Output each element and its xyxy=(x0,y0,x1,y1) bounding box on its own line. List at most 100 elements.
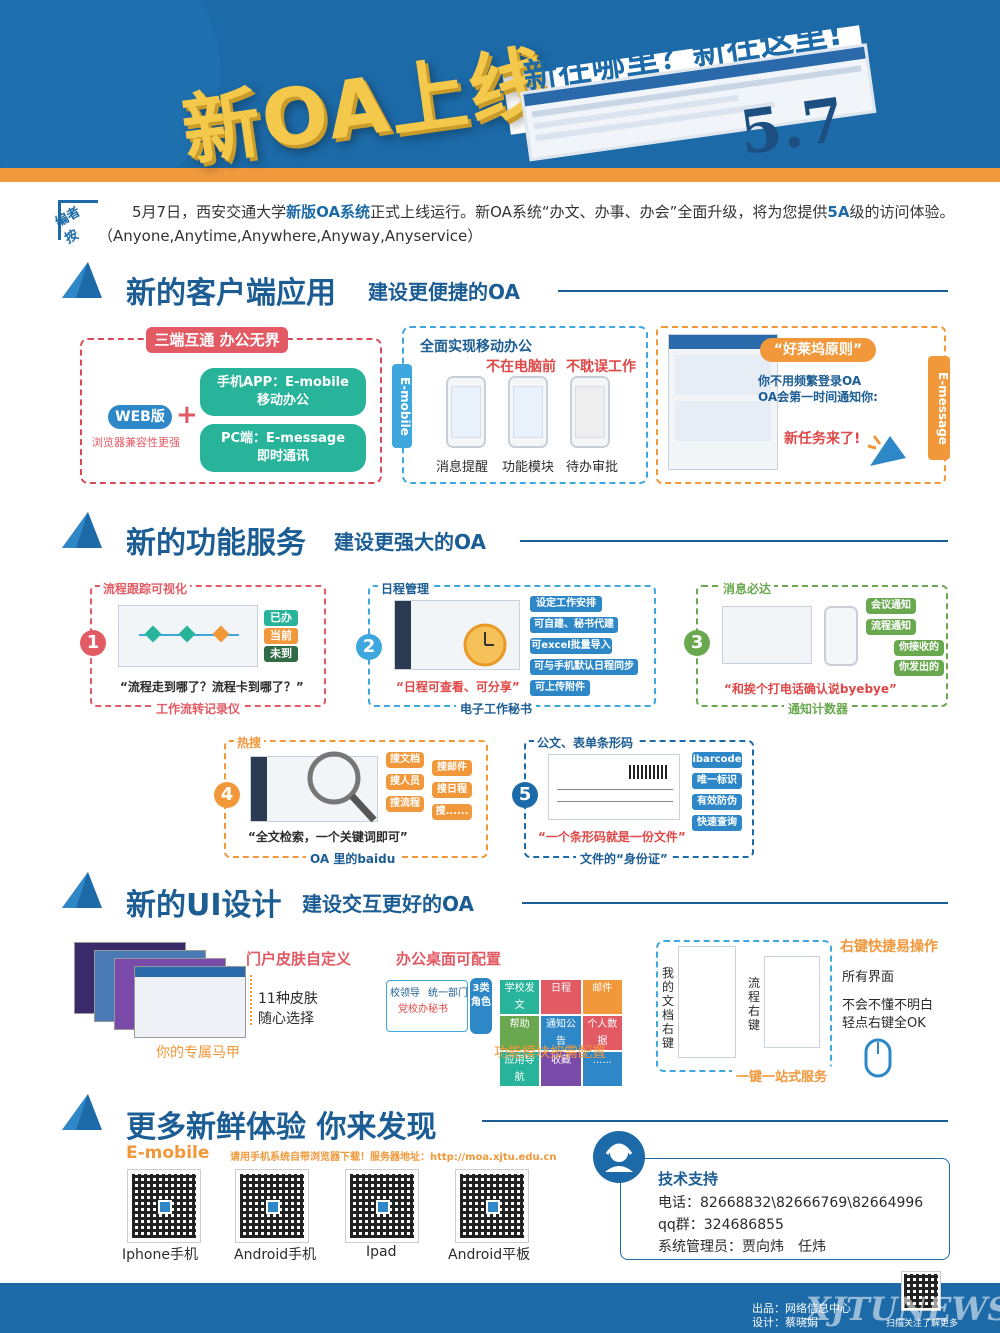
download-note: 请用手机系统自带浏览器下载！服务器地址：http://moa.xjtu.edu.… xyxy=(230,1152,557,1163)
section3-divider xyxy=(522,902,948,904)
desk-tile[interactable]: 日程 xyxy=(541,980,581,1014)
launch-date: 5.7 xyxy=(735,85,849,169)
notice-item: 你发出的 xyxy=(894,660,944,676)
headset-icon xyxy=(593,1131,645,1183)
rightclick-line1: 所有界面 xyxy=(842,970,895,985)
flow-rightclick-label: 流程右键 xyxy=(748,976,761,1032)
three-clients-tag: 三端互通 办公无界 xyxy=(146,327,288,353)
skin-line1: 11种皮肤 xyxy=(258,991,318,1007)
support-qq: qq群：324686855 xyxy=(658,1217,784,1233)
footer-credit1: 出品：网络信息中心 xyxy=(752,1302,851,1315)
schedule-item: 可excel批量导入 xyxy=(530,638,612,654)
rightclick-title: 右键快捷易操作 xyxy=(840,939,938,955)
doc-rightclick-label: 我的文档右键 xyxy=(662,966,675,1050)
footer-qrcode[interactable] xyxy=(901,1271,941,1311)
section-triangle-icon xyxy=(62,872,102,908)
emobile-title: 全面实现移动办公 xyxy=(420,339,532,355)
phone-label: 功能模块 xyxy=(502,460,555,475)
barcode-item: 快速查询 xyxy=(692,815,742,831)
barcode-item: ibarcode xyxy=(692,752,742,768)
qrcode-label: Android平板 xyxy=(448,1247,531,1263)
phone-mockup xyxy=(508,376,548,448)
emessage-line2: OA会第一时间通知你: xyxy=(758,390,878,404)
desk-title: 办公桌面可配置 xyxy=(396,950,502,968)
barcode-item: 唯一标识 xyxy=(692,773,742,789)
section-triangle-icon xyxy=(62,512,102,548)
qrcode[interactable] xyxy=(127,1169,201,1243)
role-count-tag: 3类角色 xyxy=(470,978,492,1034)
feature2-title: 日程管理 xyxy=(378,580,433,597)
desk-tile-grid: 学校发文 日程 邮件 帮助 通知公告 个人数据 应用导航 收藏 ...... xyxy=(500,980,622,1086)
desk-tile[interactable]: 帮助 xyxy=(500,1016,540,1050)
plus-icon: + xyxy=(176,400,198,430)
emobile-side-label: E-mobile xyxy=(392,364,412,448)
pc-client-line2: 即时通讯 xyxy=(256,449,309,464)
emessage-side-label: E-message xyxy=(928,356,950,460)
qrcode[interactable] xyxy=(235,1169,309,1243)
feature2-footer: 电子工作秘书 xyxy=(456,700,537,717)
footer-bar xyxy=(0,1283,1000,1333)
rightclick-footer: 一键一站式服务 xyxy=(732,1066,832,1085)
mouse-icon xyxy=(864,1038,892,1078)
magnifier-icon xyxy=(307,751,377,823)
notice-item: 会议通知 xyxy=(866,598,916,614)
document-screenshot xyxy=(548,754,680,820)
feature4-title: 热搜 xyxy=(234,734,265,751)
desk-tile[interactable]: 应用导航 xyxy=(500,1052,540,1086)
search-item: 搜邮件 xyxy=(432,760,472,776)
role-item: 校领导 xyxy=(390,988,420,999)
skin-line2: 随心选择 xyxy=(258,1011,314,1027)
flow-chart-screenshot xyxy=(118,605,258,667)
desk-tile[interactable]: 收藏 xyxy=(541,1052,581,1086)
feature5-title: 公文、表单条形码 xyxy=(534,734,637,751)
web-badge: WEB版 xyxy=(108,405,172,429)
section2-title: 新的功能服务 xyxy=(126,526,306,561)
feature4-number: 4 xyxy=(214,782,240,808)
section4-title: 更多新鲜体验 你来发现 xyxy=(126,1110,437,1145)
feature1-quote: “流程走到哪了？流程卡到哪了？” xyxy=(120,680,304,694)
emobile-label: E-mobile xyxy=(126,1143,210,1163)
qrcode-label: Ipad xyxy=(366,1244,397,1260)
section3-title: 新的UI设计 xyxy=(126,888,282,923)
emessage-screenshot xyxy=(668,334,778,470)
qrcode[interactable] xyxy=(455,1169,529,1243)
support-box xyxy=(620,1158,950,1260)
role-item: 党校办秘书 xyxy=(398,1004,448,1015)
editor-note-text: 5月7日，西安交通大学新版OA系统正式上线运行。新OA系统“办文、办事、办会”全… xyxy=(98,203,955,245)
skin-preview xyxy=(134,966,246,1038)
desk-footer: 功能模块按需配置 xyxy=(494,1045,606,1061)
footer-credit2: 设计：蔡晓娟 xyxy=(752,1316,818,1329)
mobile-app-card: 手机APP：E-mobile 移动办公 xyxy=(200,368,366,416)
megaphone-icon xyxy=(867,435,906,466)
status-current: 当前 xyxy=(264,628,298,644)
desk-tile[interactable]: 学校发文 xyxy=(500,980,540,1014)
feature5-footer: 文件的“身份证” xyxy=(576,850,672,867)
qrcode[interactable] xyxy=(345,1169,419,1243)
section1-subtitle: 建设更便捷的OA xyxy=(368,280,520,304)
desk-tile[interactable]: ...... xyxy=(582,1052,622,1086)
desk-tile[interactable]: 个人数据 xyxy=(582,1016,622,1050)
mobile-app-line2: 移动办公 xyxy=(256,393,309,408)
feature1-number: 1 xyxy=(80,630,106,656)
schedule-item: 可自建、秘书代建 xyxy=(530,617,618,633)
feature1-footer: 工作流转记录仪 xyxy=(152,700,245,717)
search-item: 搜文档 xyxy=(386,752,424,768)
schedule-item: 设定工作安排 xyxy=(530,596,602,612)
search-item: 搜人员 xyxy=(386,774,424,790)
feature2-number: 2 xyxy=(356,634,382,660)
emessage-line3: 新任务来了! xyxy=(784,431,861,447)
section-triangle-icon xyxy=(62,262,102,298)
emobile-slogan2: 不耽误工作 xyxy=(566,359,636,375)
skin-title: 门户皮肤自定义 xyxy=(246,950,352,968)
feature4-footer: OA 里的baidu xyxy=(306,850,400,867)
desk-tile[interactable]: 邮件 xyxy=(582,980,622,1014)
phone-label: 消息提醒 xyxy=(436,460,489,475)
desk-tile[interactable]: 通知公告 xyxy=(541,1016,581,1050)
search-item: 搜...... xyxy=(432,804,472,820)
flow-context-menu xyxy=(764,956,820,1048)
section-triangle-icon xyxy=(62,1094,102,1130)
support-phone: 电话：82668832\82666769\82664996 xyxy=(658,1195,924,1211)
section1-divider xyxy=(558,290,948,292)
phone-mockup xyxy=(446,376,486,448)
skin-footer: 你的专属马甲 xyxy=(156,1045,240,1061)
